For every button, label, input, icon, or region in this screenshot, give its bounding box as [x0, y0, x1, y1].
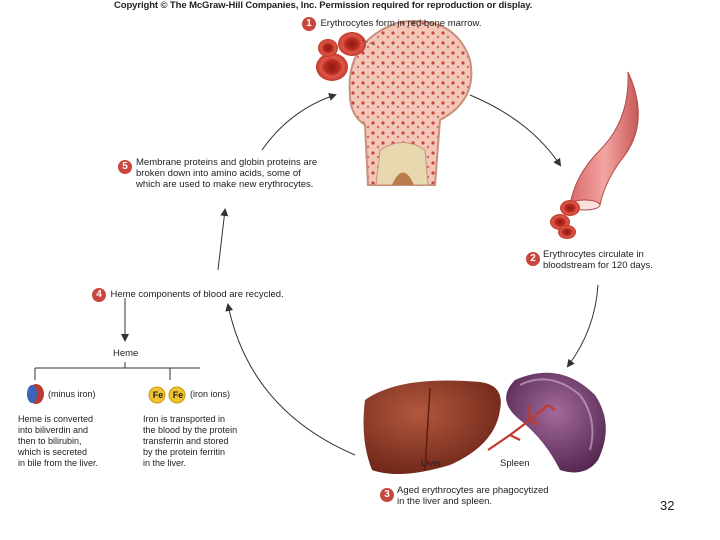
step-number-badge: 2 [526, 252, 540, 266]
spleen-drawing [487, 372, 606, 473]
fe-ion-icons [148, 386, 186, 404]
step-2-text: Erythrocytes circulate in bloodstream fo… [543, 249, 653, 271]
iron-ions-label: (iron ions) [190, 389, 231, 399]
arrow-5-to-1 [261, 93, 337, 151]
rbc [318, 39, 338, 57]
rbc [316, 53, 348, 81]
heme-label: Heme [113, 348, 139, 359]
step-2: 2 [526, 248, 540, 266]
step-number-badge: 3 [380, 488, 394, 502]
arrow-2-to-3 [566, 284, 599, 368]
step-4: 4 Heme components of blood are recycled. [92, 284, 284, 302]
liver-label: Liver [421, 458, 442, 469]
liver-drawing [363, 380, 501, 474]
bone-drawing [348, 20, 473, 186]
step-4-text: Heme components of blood are recycled. [110, 289, 284, 300]
minus-iron-label: (minus iron) [48, 389, 96, 399]
step-3-text: Aged erythrocytes are phagocytized in th… [397, 485, 549, 507]
heme-description: Heme is converted into biliverdin and th… [18, 414, 99, 468]
step-5: 5 [118, 156, 132, 174]
blood-vessel-drawing [550, 71, 639, 239]
heme-branch-lines [34, 362, 200, 380]
spleen-label: Spleen [500, 458, 530, 469]
rbc [338, 32, 366, 56]
heme-molecule-icon [27, 384, 44, 404]
step-1-text: Erythrocytes form in red bone marrow. [320, 18, 482, 29]
step-number-badge: 1 [302, 17, 316, 31]
iron-description: Iron is transported in the blood by the … [143, 414, 238, 468]
arrow-4-to-5 [217, 208, 229, 271]
fe-symbol: Fe [172, 390, 184, 400]
step-3: 3 [380, 484, 394, 502]
arrow-3-to-4 [225, 303, 356, 456]
arrow-1-to-2 [469, 94, 562, 167]
fe-symbol: Fe [152, 390, 164, 400]
step-5-text: Membrane proteins and globin proteins ar… [136, 157, 318, 190]
step-number-badge: 4 [92, 288, 106, 302]
copyright-notice: Copyright © The McGraw-Hill Companies, I… [114, 0, 533, 11]
step-1: 1 Erythrocytes form in red bone marrow. [302, 13, 482, 31]
step-number-badge: 5 [118, 160, 132, 174]
page-number: 32 [660, 498, 675, 513]
